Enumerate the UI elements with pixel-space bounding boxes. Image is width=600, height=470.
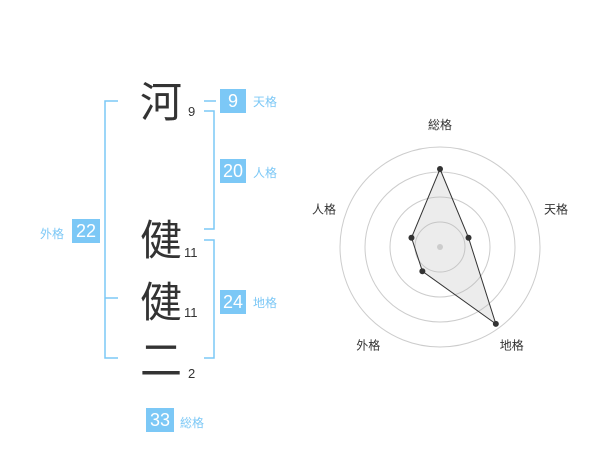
soukaku-label: 総格 (180, 416, 205, 430)
radar-point-0 (437, 166, 443, 172)
chikaku-label: 地格 (253, 296, 278, 310)
chikaku-bracket (204, 239, 215, 359)
stroke-count-4: 2 (188, 366, 196, 381)
radar-area (411, 169, 496, 324)
name-char-2: 健 (140, 216, 183, 265)
stroke-count-3: 11 (184, 305, 198, 320)
radar-point-4 (408, 234, 415, 241)
name-char-3: 健 (140, 278, 183, 327)
jinkaku-label: 人格 (253, 166, 278, 180)
jinkaku-bracket (204, 110, 215, 230)
name-char-4: 二 (140, 336, 183, 385)
radar-ring (339, 146, 541, 348)
gaikaku-bracket (104, 100, 118, 359)
radar-axis-label-0: 総格 (428, 117, 452, 132)
radar-point-1 (465, 234, 472, 241)
chikaku-value: 24 (220, 290, 246, 314)
tenkaku-label: 天格 (253, 95, 278, 109)
stroke-count-1: 9 (188, 104, 196, 119)
radar-outline (410, 167, 497, 326)
soukaku-value: 33 (146, 408, 174, 432)
jinkaku-value: 20 (220, 159, 246, 183)
radar-axis-label-1: 天格 (544, 201, 568, 216)
radar-point-3 (419, 268, 426, 275)
gaikaku-value: 22 (72, 219, 100, 243)
radar-axis-label-3: 外格 (356, 338, 380, 353)
name-char-1: 河 (140, 78, 183, 127)
gaikaku-label: 外格 (40, 227, 65, 241)
radar-ring (389, 196, 491, 298)
radar-axis-label-4: 人格 (312, 201, 336, 216)
radar-center-dot (437, 244, 443, 250)
radar-point-2 (492, 320, 499, 327)
tenkaku-value: 9 (220, 89, 246, 113)
stroke-count-2: 11 (184, 245, 198, 260)
radar-axis-label-2: 地格 (500, 338, 524, 353)
